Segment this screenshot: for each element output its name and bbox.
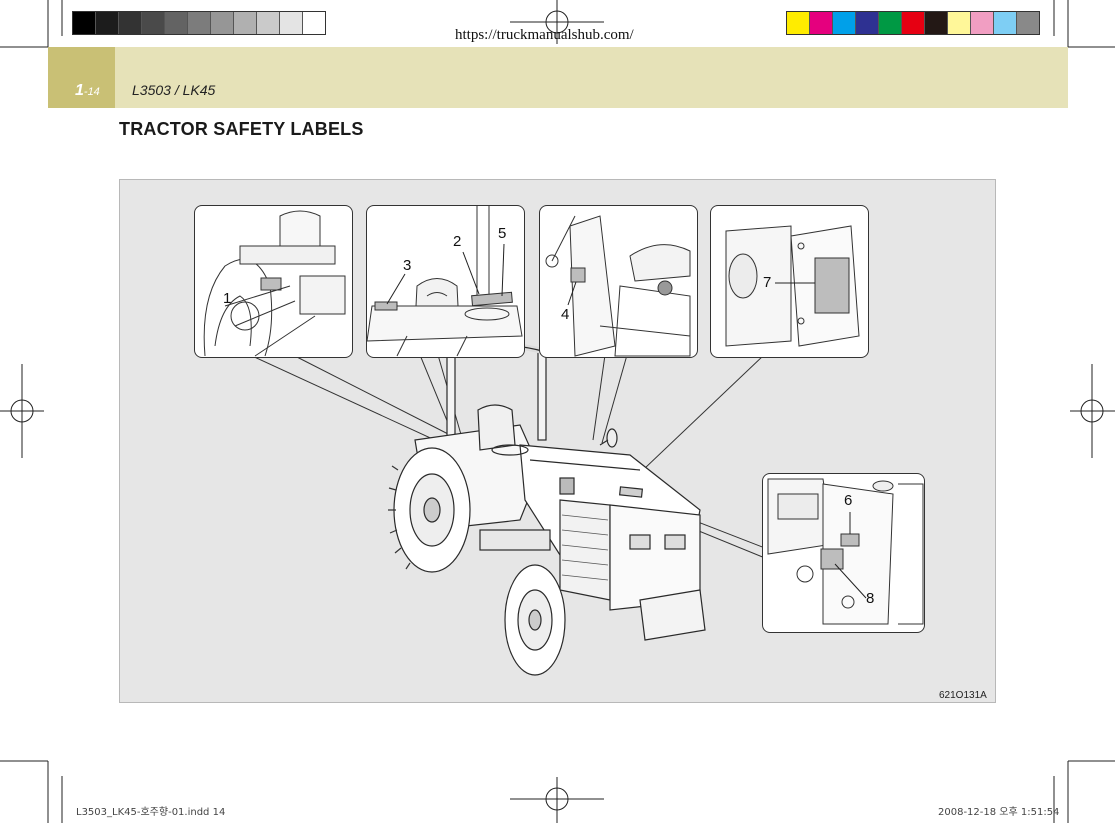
figure-code: 621O131A [939, 690, 987, 701]
color-swatch-1 [787, 12, 810, 34]
inset-7-drawing [725, 225, 860, 347]
inset-6-leaders [834, 512, 867, 599]
gray-swatch-3 [119, 12, 142, 34]
color-swatch-3 [833, 12, 856, 34]
color-calibration-bar [786, 11, 1040, 35]
gray-swatch-5 [165, 12, 188, 34]
callout-1: 1 [223, 290, 232, 307]
callout-3: 3 [403, 257, 412, 274]
gray-calibration-bar [72, 11, 326, 35]
footer-file-info: L3503_LK45-호주향-01.indd 14 [76, 807, 226, 818]
source-url[interactable]: https://truckmanualshub.com/ [455, 27, 634, 43]
gray-swatch-8 [234, 12, 257, 34]
color-swatch-7 [925, 12, 948, 34]
callout-6: 6 [844, 492, 853, 509]
gray-swatch-1 [73, 12, 96, 34]
inset-label-2-3-5: 2 3 5 [366, 205, 525, 358]
color-swatch-6 [902, 12, 925, 34]
gray-swatch-7 [211, 12, 234, 34]
color-swatch-2 [810, 12, 833, 34]
callout-4: 4 [561, 306, 570, 323]
gray-swatch-9 [257, 12, 280, 34]
page-number-tab [48, 47, 115, 108]
color-swatch-5 [879, 12, 902, 34]
gray-swatch-11 [303, 12, 325, 34]
inset-6-drawing [767, 478, 924, 625]
inset-label-6-8: 6 8 [762, 473, 925, 633]
color-swatch-8 [948, 12, 971, 34]
model-name: L3503 / LK45 [132, 82, 216, 98]
inset-2-leaders [386, 243, 505, 305]
footer-timestamp: 2008-12-18 오후 1:51:54 [938, 807, 1060, 818]
page-title: TRACTOR SAFETY LABELS [119, 119, 364, 139]
inset-7-leader [775, 282, 815, 284]
color-swatch-10 [994, 12, 1017, 34]
callout-5: 5 [498, 225, 507, 242]
gray-swatch-10 [280, 12, 303, 34]
color-swatch-11 [1017, 12, 1039, 34]
inset-label-1: 1 [194, 205, 353, 358]
inset-1-drawing [203, 210, 346, 357]
callout-8: 8 [866, 590, 875, 607]
gray-swatch-4 [142, 12, 165, 34]
inset-label-4: 4 [539, 205, 698, 358]
color-swatch-4 [856, 12, 879, 34]
gray-swatch-2 [96, 12, 119, 34]
gray-swatch-6 [188, 12, 211, 34]
callout-7: 7 [763, 274, 772, 291]
inset-4-drawing [545, 215, 691, 357]
callout-2: 2 [453, 233, 462, 250]
inset-label-7: 7 [710, 205, 869, 358]
color-swatch-9 [971, 12, 994, 34]
page-number: 1-14 [75, 82, 100, 99]
header-band [48, 47, 1068, 108]
inset-4-leader [567, 281, 577, 306]
